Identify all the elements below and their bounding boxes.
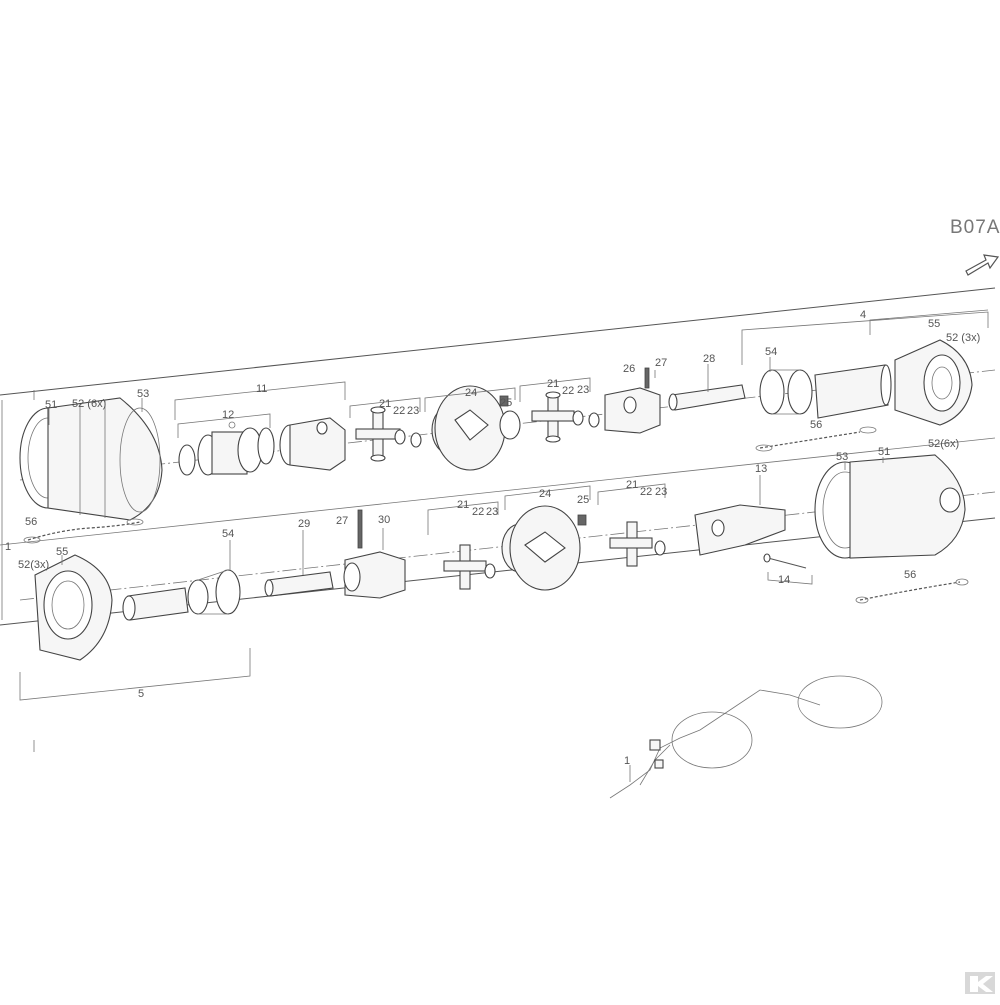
label-21c: 21 bbox=[457, 499, 469, 511]
label-52-3x: 52 (3x) bbox=[946, 332, 980, 344]
label-23d: 23 bbox=[655, 486, 667, 498]
label-27: 27 bbox=[655, 357, 667, 369]
label-1-sketch: 1 bbox=[624, 755, 630, 767]
inner-tube-part bbox=[264, 571, 334, 597]
diagram-code: B07A bbox=[950, 217, 1000, 238]
label-23c: 23 bbox=[486, 506, 498, 518]
label-24: 24 bbox=[465, 387, 477, 399]
outer-tube-part bbox=[122, 587, 189, 621]
cross-journal-part bbox=[531, 391, 600, 443]
double-yoke-part bbox=[501, 505, 587, 591]
label-21b: 21 bbox=[547, 378, 559, 390]
label-22: 22 bbox=[393, 405, 405, 417]
label-4: 4 bbox=[860, 309, 866, 321]
label-1: 1 bbox=[5, 541, 11, 553]
label-5: 5 bbox=[138, 688, 144, 700]
label-23: 23 bbox=[407, 405, 419, 417]
tube-yoke-part bbox=[279, 417, 346, 471]
label-24b: 24 bbox=[539, 488, 551, 500]
label-52-6x: 52 (6x) bbox=[72, 398, 106, 410]
label-54: 54 bbox=[765, 346, 777, 358]
inner-tube-part bbox=[668, 384, 746, 411]
double-yoke-part bbox=[431, 385, 521, 471]
label-21d: 21 bbox=[626, 479, 638, 491]
label-52-6x-b: 52(6x) bbox=[928, 438, 959, 450]
cross-journal-part bbox=[355, 406, 422, 462]
label-25: 25 bbox=[500, 397, 512, 409]
label-26: 26 bbox=[623, 363, 635, 375]
label-30: 30 bbox=[378, 514, 390, 526]
label-11: 11 bbox=[256, 383, 267, 395]
outer-tube-part bbox=[814, 364, 892, 419]
cross-journal-part bbox=[609, 521, 666, 567]
overview-sketch: 1 bbox=[609, 675, 883, 799]
label-27b: 27 bbox=[336, 515, 348, 527]
label-52-3x-b: 52(3x) bbox=[18, 559, 49, 571]
label-51b: 51 bbox=[878, 446, 890, 458]
label-13: 13 bbox=[755, 463, 767, 475]
leader-lines bbox=[48, 357, 884, 575]
bearing-ring-part bbox=[759, 369, 813, 415]
bearing-rings-part bbox=[178, 421, 275, 476]
label-22c: 22 bbox=[472, 506, 484, 518]
label-25b: 25 bbox=[577, 494, 589, 506]
inner-yoke-part bbox=[343, 509, 406, 599]
label-21: 21 bbox=[379, 398, 391, 410]
safety-chain-part bbox=[23, 518, 144, 544]
label-22b: 22 bbox=[562, 385, 574, 397]
safety-chain-part bbox=[755, 426, 877, 452]
guard-cone-part bbox=[19, 397, 163, 521]
bolt-part bbox=[763, 553, 807, 569]
part-labels-lower: 1 56 55 52(3x) 54 29 27 30 21 22 23 24 2… bbox=[5, 438, 959, 700]
label-12: 12 bbox=[222, 409, 234, 421]
label-14: 14 bbox=[778, 574, 790, 586]
label-54b: 54 bbox=[222, 528, 234, 540]
label-56: 56 bbox=[810, 419, 822, 431]
label-56c: 56 bbox=[904, 569, 916, 581]
label-56b: 56 bbox=[25, 516, 37, 528]
label-55b: 55 bbox=[56, 546, 68, 558]
guard-cone-part bbox=[814, 454, 966, 559]
inner-yoke-part bbox=[604, 367, 661, 434]
bearing-ring-part bbox=[187, 569, 241, 615]
guard-cone-part bbox=[34, 554, 113, 661]
direction-arrow-icon bbox=[965, 254, 1000, 276]
label-29: 29 bbox=[298, 518, 310, 530]
clutch-yoke-part bbox=[694, 504, 786, 556]
label-28: 28 bbox=[703, 353, 715, 365]
safety-chain-part bbox=[855, 578, 969, 604]
guard-cone-part bbox=[894, 339, 973, 426]
label-51: 51 bbox=[45, 399, 57, 411]
part-labels-upper: 51 52 (6x) 53 11 12 21 22 23 24 25 21 22… bbox=[45, 309, 980, 431]
label-53: 53 bbox=[137, 388, 149, 400]
label-23b: 23 bbox=[577, 384, 589, 396]
label-53b: 53 bbox=[836, 451, 848, 463]
logo bbox=[965, 972, 995, 994]
label-55: 55 bbox=[928, 318, 940, 330]
label-22d: 22 bbox=[640, 486, 652, 498]
group-brackets bbox=[19, 309, 989, 701]
cross-journal-part bbox=[443, 544, 496, 590]
